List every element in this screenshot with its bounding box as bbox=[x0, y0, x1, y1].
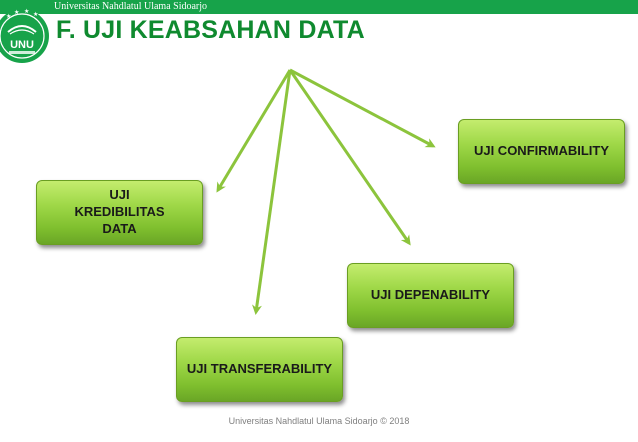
node-uji-depenability: UJI DEPENABILITY bbox=[347, 263, 514, 328]
svg-text:★: ★ bbox=[14, 9, 19, 16]
footer-text: Universitas Nahdlatul Ulama Sidoarjo © 2… bbox=[228, 416, 410, 426]
arrow-to-confirmability bbox=[289, 68, 436, 148]
arrow-to-depenability bbox=[288, 69, 411, 246]
node-uji-kredibilitas: UJI KREDIBILITAS DATA bbox=[36, 180, 203, 245]
arrow-to-kredibilitas bbox=[216, 69, 292, 193]
svg-text:★: ★ bbox=[6, 13, 11, 20]
unu-logo-icon: ★ ★ ★ ★ UNU bbox=[0, 8, 49, 63]
node-label-confirmability: UJI CONFIRMABILITY bbox=[473, 143, 610, 159]
node-uji-transferability: UJI TRANSFERABILITY bbox=[176, 337, 343, 402]
logo-text: UNU bbox=[10, 39, 34, 51]
arrow-to-transferability bbox=[252, 69, 292, 315]
node-label-transferability: UJI TRANSFERABILITY bbox=[186, 361, 333, 377]
node-uji-confirmability: UJI CONFIRMABILITY bbox=[458, 119, 625, 184]
institution-name: Universitas Nahdlatul Ulama Sidoarjo bbox=[54, 1, 208, 12]
svg-text:★: ★ bbox=[33, 11, 38, 18]
top-bar: Universitas Nahdlatul Ulama Sidoarjo bbox=[0, 0, 638, 14]
page-title: F. UJI KEABSAHAN DATA bbox=[56, 16, 365, 44]
svg-text:★: ★ bbox=[24, 8, 29, 15]
node-label-depenability: UJI DEPENABILITY bbox=[370, 287, 491, 303]
node-label-kredibilitas: UJI KREDIBILITAS DATA bbox=[74, 187, 165, 236]
